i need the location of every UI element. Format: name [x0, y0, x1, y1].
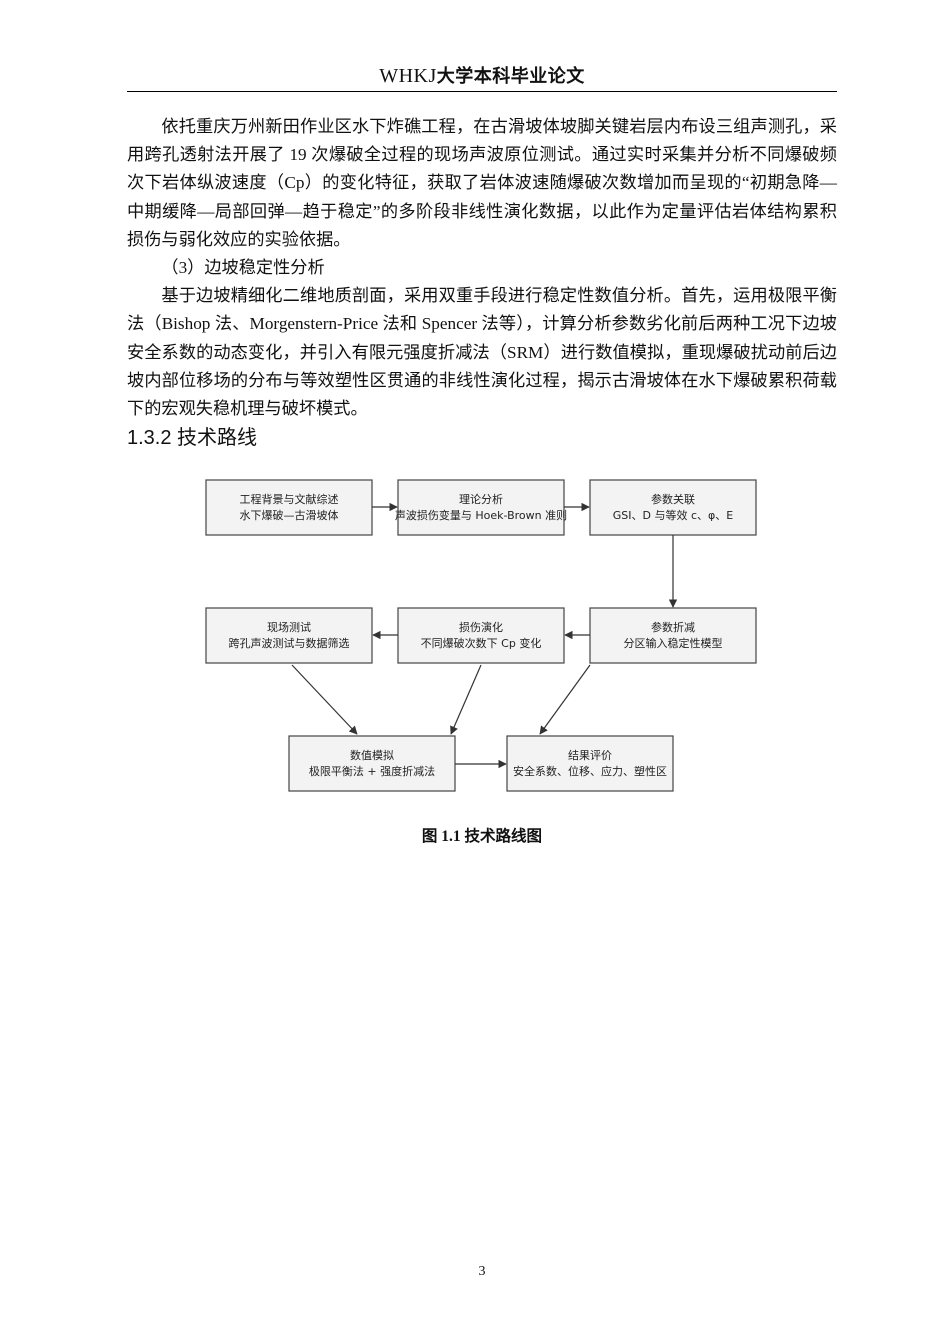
flow-box-parameter-reduction-title: 参数折减	[651, 620, 695, 634]
flow-box-damage-evolution-desc: 不同爆破次数下 Cp 变化	[421, 636, 542, 650]
header-title-cn: 大学本科毕业论文	[436, 66, 585, 87]
flow-box-background-title: 工程背景与文献综述	[240, 492, 339, 506]
flow-box-result-evaluation-title: 结果评价	[568, 749, 612, 762]
flow-box-theory-desc: 声波损伤变量与 Hoek-Brown 准则	[395, 508, 567, 522]
arrow-reduction-to-evaluation	[539, 664, 591, 735]
flow-box-theory: 理论分析 声波损伤变量与 Hoek-Brown 准则	[395, 479, 567, 536]
subheading-slope-stability: （3）边坡稳定性分析	[161, 258, 325, 278]
flow-box-parameter-link-title: 参数关联	[651, 492, 695, 506]
flow-box-numerical-simulation-desc: 极限平衡法 + 强度折减法	[309, 764, 435, 778]
flow-box-result-evaluation-desc: 安全系数、位移、应力、塑性区	[513, 764, 667, 778]
header-title-latin: WHKJ	[379, 65, 437, 87]
flow-box-parameter-link: 参数关联 GSI、D 与等效 c、φ、E	[589, 479, 757, 536]
paragraph-stability-analysis: 基于边坡精细化二维地质剖面，采用双重手段进行稳定性数值分析。首先，运用极限平衡法…	[127, 286, 837, 419]
page-body: 依托重庆万州新田作业区水下炸礁工程，在古滑坡体坡脚关键岩层内布设三组声测孔，采用…	[127, 113, 837, 453]
flow-box-parameter-link-desc: GSI、D 与等效 c、φ、E	[613, 508, 734, 522]
flow-box-damage-evolution-title: 损伤演化	[459, 620, 503, 634]
flow-box-background-desc: 水下爆破—古滑坡体	[240, 508, 339, 522]
page-number: 3	[478, 1264, 486, 1279]
flow-box-field-test-desc: 跨孔声波测试与数据筛选	[229, 636, 350, 650]
page-header: WHKJ大学本科毕业论文	[127, 62, 837, 92]
section-title-technical-route: 1.3.2 技术路线	[127, 427, 258, 450]
flow-box-numerical-simulation: 数值模拟 极限平衡法 + 强度折减法	[288, 735, 456, 792]
flow-box-numerical-simulation-title: 数值模拟	[350, 748, 394, 762]
arrow-field-test-to-simulation	[291, 664, 358, 735]
figure-caption: 图 1.1 技术路线图	[421, 828, 543, 845]
technical-route-flowchart: 工程背景与文献综述 水下爆破—古滑坡体 理论分析 声波损伤变量与 Hoek-Br…	[204, 475, 760, 800]
flow-box-field-test: 现场测试 跨孔声波测试与数据筛选	[205, 607, 373, 664]
paragraph-field-test: 依托重庆万州新田作业区水下炸礁工程，在古滑坡体坡脚关键岩层内布设三组声测孔，采用…	[127, 117, 837, 249]
flow-box-field-test-title: 现场测试	[267, 620, 311, 634]
flow-box-background: 工程背景与文献综述 水下爆破—古滑坡体	[205, 479, 373, 536]
flow-box-parameter-reduction-desc: 分区输入稳定性模型	[624, 636, 723, 650]
flowchart-svg: 工程背景与文献综述 水下爆破—古滑坡体 理论分析 声波损伤变量与 Hoek-Br…	[205, 479, 757, 792]
flow-box-theory-title: 理论分析	[459, 492, 503, 506]
flow-box-result-evaluation: 结果评价 安全系数、位移、应力、塑性区	[506, 735, 674, 792]
flow-box-parameter-reduction: 参数折减 分区输入稳定性模型	[589, 607, 757, 664]
flow-box-damage-evolution: 损伤演化 不同爆破次数下 Cp 变化	[397, 607, 565, 664]
arrow-damage-to-simulation	[450, 664, 482, 735]
